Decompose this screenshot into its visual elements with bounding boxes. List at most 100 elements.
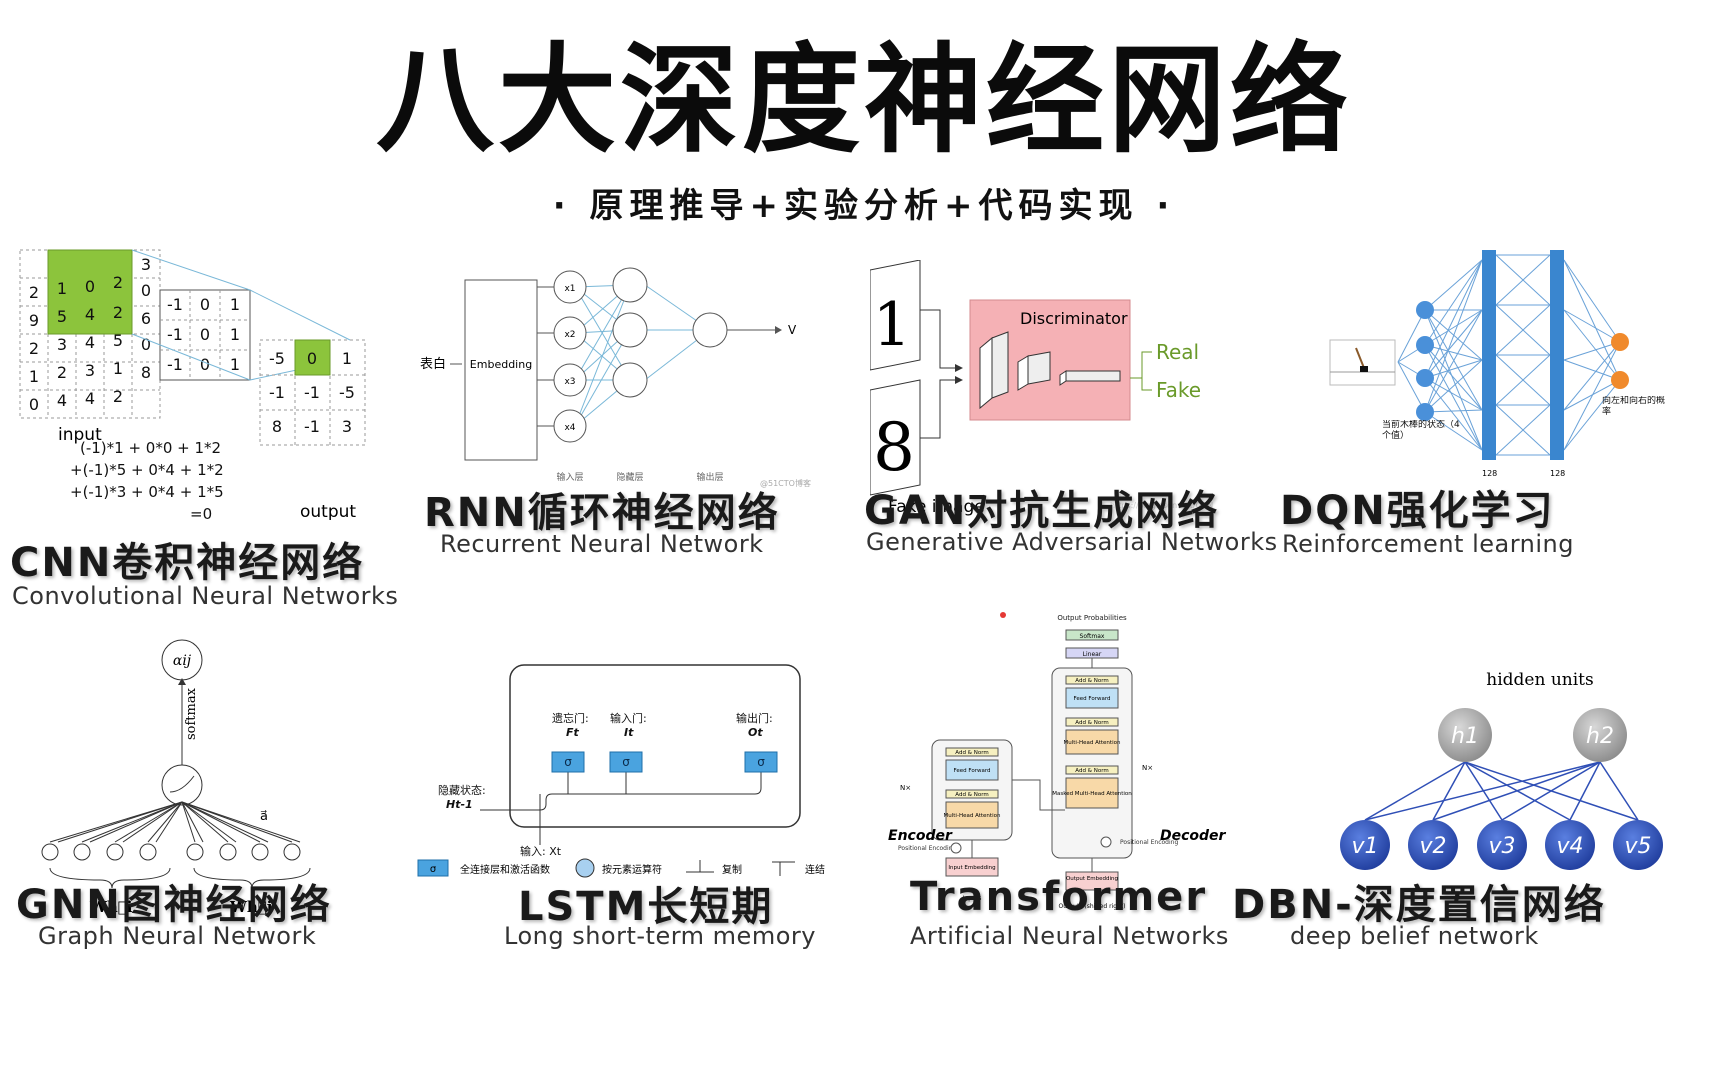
cnn-input-label: input (58, 425, 102, 445)
transformer-inputs-label: Inputs (963, 895, 982, 902)
cnn-kernel-cell: 0 (200, 355, 210, 374)
cnn-output-cell: 0 (307, 349, 317, 368)
rnn-layer-label: 输出层 (696, 471, 723, 483)
rnn-output-label: V (788, 323, 797, 337)
cnn-input-cell: 3 (141, 255, 151, 274)
transformer-feed-forward (1065, 687, 1119, 709)
transformer-outputs-label: Outputs (shifted right) (1058, 903, 1125, 910)
transformer-add-norm (1065, 675, 1119, 685)
rnn-input-node (553, 270, 587, 304)
gnn-cell: αij softmax a⃗ Wh⃗i Wh⃗j GNN图神经网络 Graph … (0, 620, 380, 1060)
transformer-add-norm (945, 747, 999, 757)
transformer-nx: N× (900, 784, 911, 792)
transformer-positional-left: Positional Encoding (898, 845, 956, 852)
cnn-kernel-cell: 0 (200, 295, 210, 314)
transformer-add-norm-label: Add & Norm (955, 792, 988, 798)
dqn-output-node (1611, 371, 1629, 389)
lstm-legend-op: 按元素运算符 (602, 863, 662, 876)
dqn-input-node (1416, 336, 1434, 354)
transformer-mha (1065, 729, 1119, 755)
lstm-legend-concat-icon (772, 861, 795, 876)
transformer-output-probs: Output Probabilities (1057, 614, 1127, 622)
network-title-lstm: LSTM长短期 (518, 884, 774, 930)
lstm-legend-copy: 复制 (722, 863, 742, 876)
transformer-encoder-label: Encoder (888, 828, 953, 844)
transformer-add-norm (1065, 765, 1119, 775)
cnn-output-cell: -1 (304, 383, 320, 402)
cnn-kernel-cell: -1 (167, 295, 183, 314)
gnn-leaf-node (106, 843, 124, 861)
rnn-output-node (692, 312, 728, 348)
gnn-leaf-node (219, 843, 237, 861)
rnn-diagram: 表白 Embedding x1 x2 x3 (420, 267, 811, 488)
dqn-hidden-layer (1482, 250, 1496, 460)
rnn-node-label: x2 (564, 330, 575, 340)
cnn-calc-line: +(-1)*3 + 0*4 + 1*5 (70, 483, 224, 501)
lstm-legend-fc-icon (417, 859, 449, 877)
rnn-embedding-box (464, 279, 538, 461)
gan-digit: 8 (873, 409, 915, 486)
dbn-visible-label: v2 (1419, 834, 1446, 859)
network-subtitle-rnn: Recurrent Neural Network (440, 530, 764, 558)
cnn-output-cell: 3 (342, 417, 352, 436)
transformer-decoder-label: Decoder (1160, 828, 1227, 844)
dbn-visible-label: v1 (1351, 834, 1378, 859)
network-subtitle-cnn: Convolutional Neural Networks (12, 582, 399, 610)
cnn-output-cell: -1 (304, 417, 320, 436)
cnn-input-cell: 5 (113, 331, 123, 350)
lstm-input-gate (609, 751, 643, 773)
rnn-input-node (553, 363, 587, 397)
cnn-input-cell: 2 (113, 303, 123, 322)
gnn-leaf-node (251, 843, 269, 861)
lstm-output-symbol: Ot (748, 726, 763, 739)
cnn-input-cell: 9 (29, 311, 39, 330)
rnn-input-node (553, 409, 587, 443)
transformer-cell: Output Probabilities Softmax Linear Add … (870, 610, 1330, 1060)
transformer-mha (945, 801, 999, 829)
rnn-hidden-node (612, 267, 648, 303)
dbn-hidden-label: h1 (1451, 724, 1479, 749)
cnn-input-cell: 2 (113, 273, 123, 292)
gan-fake-image-label: Fake image (888, 497, 985, 517)
dqn-input-node (1416, 403, 1434, 421)
rnn-cell: 表白 Embedding x1 x2 x3 (420, 220, 860, 600)
cnn-output-cell: 8 (272, 417, 282, 436)
network-title-gnn: GNN图神经网络 (16, 882, 332, 928)
network-subtitle-transformer: Artificial Neural Networks (910, 922, 1229, 950)
rnn-embedding-label: Embedding (470, 358, 532, 371)
dbn-visible-node (1545, 820, 1595, 870)
transformer-feed-forward-label: Feed Forward (1074, 696, 1111, 702)
gan-real-label: Real (1156, 340, 1199, 364)
gan-real-image (870, 260, 921, 371)
rnn-layer-label: 隐藏层 (616, 471, 643, 483)
lstm-input-x-label: 输入: Xt (520, 844, 562, 858)
gan-watermark: https://blog.csdn.net/GAN (1110, 501, 1213, 510)
rnn-node-label: x4 (564, 423, 575, 433)
gan-digit: 1 (873, 290, 911, 360)
lstm-legend-copy-icon (686, 860, 714, 873)
cnn-receptive-field (47, 249, 133, 335)
dqn-cell: 当前木棒的状态（4个值） 向左和向右的概率 128 128 DQN强化学习 Re… (1280, 220, 1728, 600)
dbn-visible-label: v3 (1488, 834, 1515, 859)
network-title-transformer: Transformer (910, 874, 1208, 920)
transformer-add-norm (945, 789, 999, 799)
dqn-input-node (1416, 301, 1434, 319)
network-title-dbn: DBN-深度置信网络 (1232, 882, 1606, 928)
lstm-hidden-symbol: Ht-1 (446, 798, 473, 811)
cnn-kernel-cell: -1 (167, 355, 183, 374)
gnn-softmax-label: softmax (184, 687, 199, 740)
cnn-output-highlight (294, 339, 331, 376)
lstm-sigma: σ (564, 755, 572, 769)
lstm-legend-concat: 连结 (805, 863, 825, 876)
network-title-dqn: DQN强化学习 (1280, 488, 1555, 534)
rnn-hidden-node (612, 362, 648, 398)
cnn-diagram: 3 2 1 0 2 0 9 5 4 2 6 2 3 4 5 0 1 2 3 1 … (19, 249, 366, 520)
lstm-output-gate (744, 751, 778, 773)
dqn-input-node (1416, 369, 1434, 387)
cnn-input-cell: 2 (29, 283, 39, 302)
network-title-cnn: CNN卷积神经网络 (10, 540, 365, 586)
cnn-input-cell: 2 (113, 387, 123, 406)
dqn-layer-size: 128 (1482, 469, 1497, 478)
cnn-input-cell: 1 (113, 359, 123, 378)
